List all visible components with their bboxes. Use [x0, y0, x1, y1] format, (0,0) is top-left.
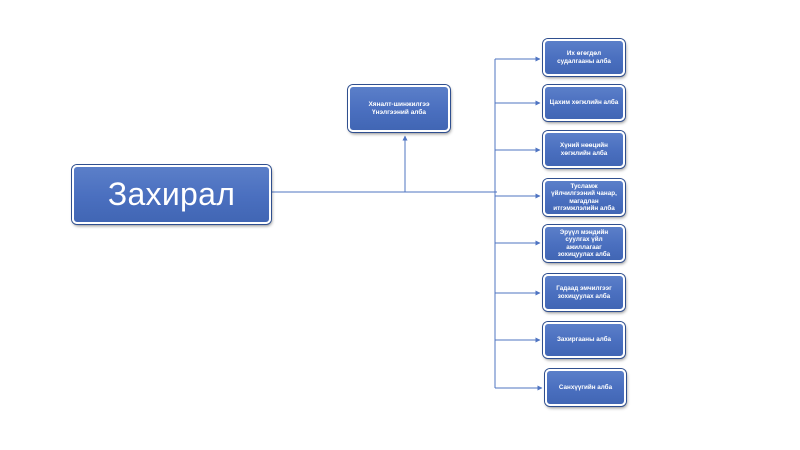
unit-digital-development: Цахим хөгжлийн алба	[543, 85, 625, 121]
upper-unit-monitoring: Хяналт-шинжилгээ Үнэлгээний алба	[348, 85, 450, 132]
unit-foreign-treatment: Гадаад эмчилгээг зохицуулах алба	[543, 274, 625, 311]
unit-administration: Захиргааны алба	[543, 322, 625, 358]
unit-big-data-research: Их өгөгдөл судалгааны алба	[543, 39, 625, 76]
unit-health-operations: Эрүүл мэндийн суулгах үйл ажиллагааг зох…	[543, 225, 625, 262]
unit-finance: Санхүүгийн алба	[545, 369, 626, 406]
unit-care-quality-accreditation: Тусламж үйлчилгээний чанар, магадлан итг…	[543, 179, 625, 216]
root-node-director: Захирал	[72, 165, 271, 224]
unit-human-resources: Хүний нөөцийн хөгжлийн алба	[543, 131, 625, 168]
